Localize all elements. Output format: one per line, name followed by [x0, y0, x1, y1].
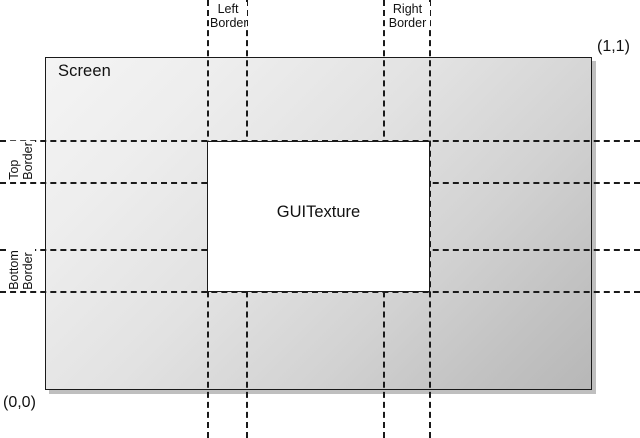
label-left-border: Left Border	[209, 2, 248, 30]
guitexture-label: GUITexture	[276, 203, 361, 221]
label-right-border-line2: Border	[388, 16, 427, 30]
guide-line-right-border-outer	[429, 0, 431, 438]
label-bottom-border-line1: Bottom	[7, 249, 21, 291]
label-top-border: Top Border	[0, 140, 42, 182]
label-right-border: Right Border	[385, 2, 430, 30]
coordinate-label-bottom-left: (0,0)	[3, 394, 36, 411]
guide-line-bottom-border-outer	[0, 291, 640, 293]
label-bottom-border: Bottom Border	[0, 249, 42, 291]
label-right-border-line1: Right	[392, 2, 423, 16]
label-left-border-line1: Left	[217, 2, 239, 16]
label-bottom-border-line2: Border	[21, 249, 35, 291]
label-top-border-line2: Border	[21, 141, 35, 181]
screen-label: Screen	[58, 62, 111, 80]
coordinate-label-top-right: (1,1)	[597, 38, 630, 55]
label-left-border-line2: Border	[210, 16, 248, 30]
label-top-border-line1: Top	[7, 141, 21, 181]
guitexture-rect	[207, 141, 430, 292]
